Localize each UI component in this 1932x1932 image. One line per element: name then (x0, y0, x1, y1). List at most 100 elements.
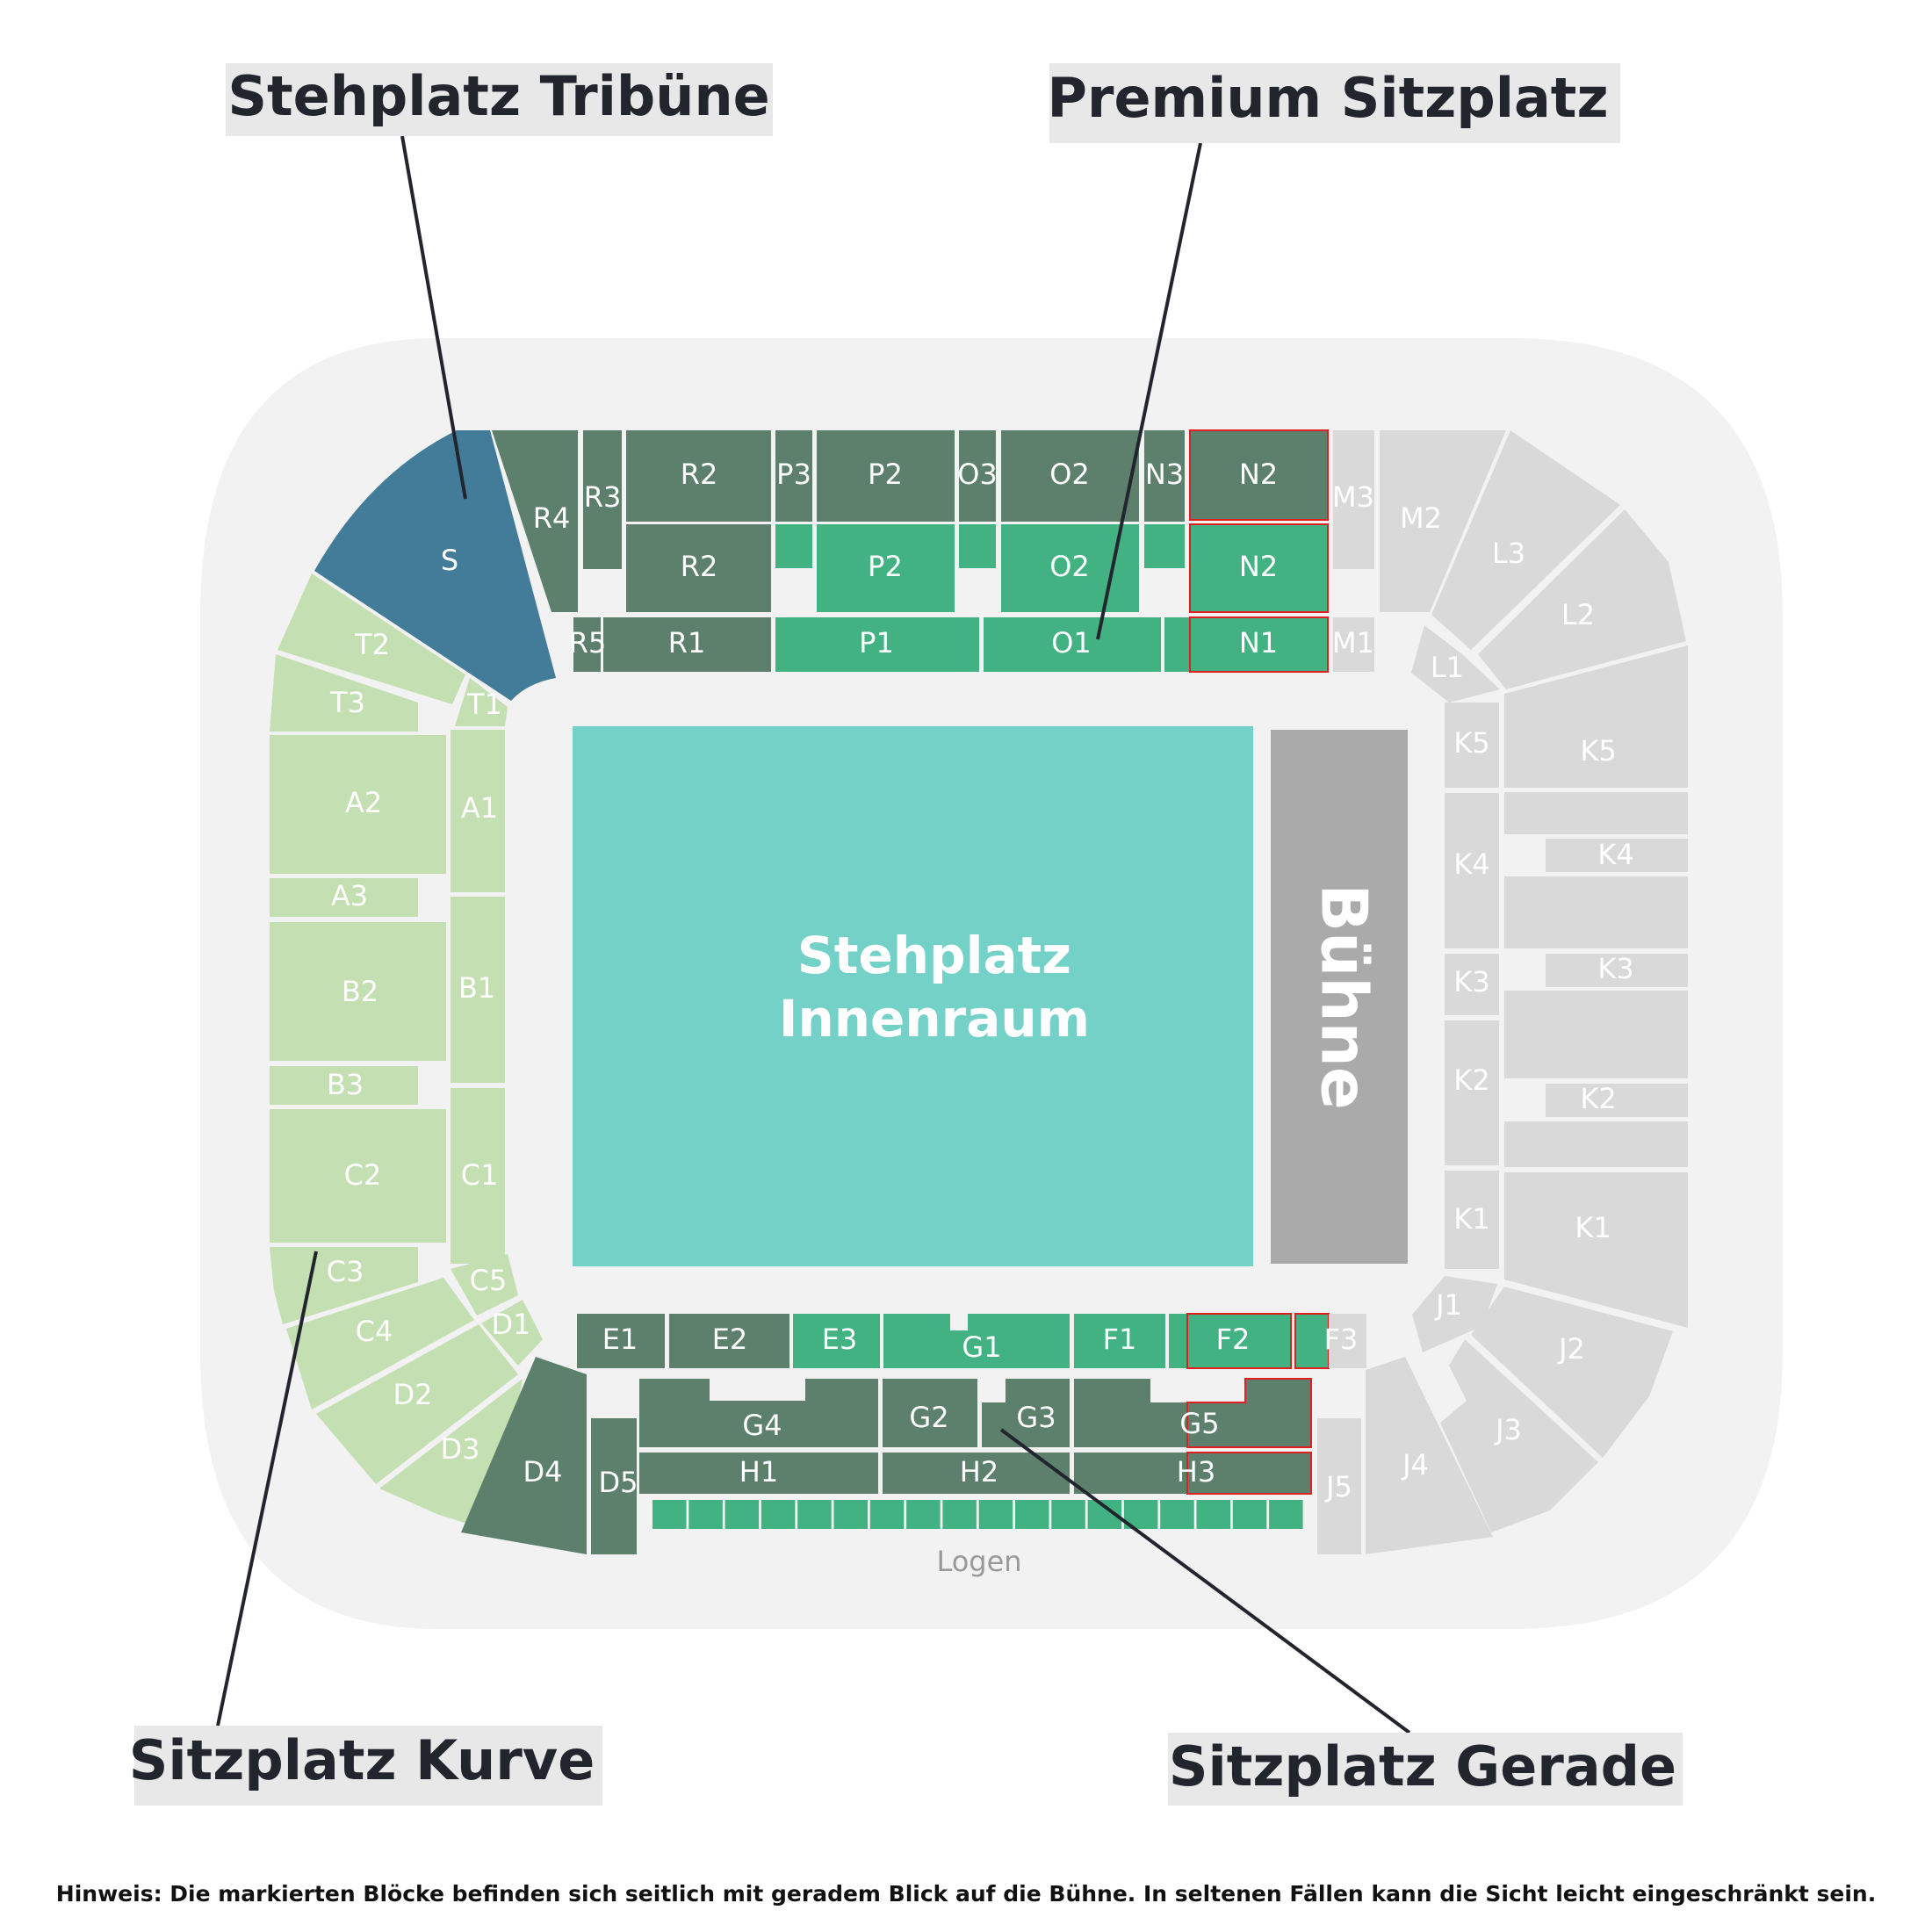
block-o2b[interactable] (1001, 524, 1139, 612)
block-f1[interactable] (1074, 1314, 1165, 1368)
block-k-strip1[interactable] (1504, 792, 1688, 834)
block-b2[interactable] (270, 922, 446, 1061)
loge-box[interactable] (869, 1500, 905, 1529)
block-r3[interactable] (583, 430, 622, 569)
block-e2[interactable] (669, 1314, 789, 1368)
block-p1[interactable] (775, 617, 979, 672)
block-t2[interactable] (278, 573, 465, 704)
block-p2b[interactable] (817, 524, 955, 612)
block-l1[interactable] (1411, 625, 1500, 703)
block-m2[interactable] (1380, 430, 1506, 612)
loge-box[interactable] (1232, 1500, 1267, 1529)
block-j4[interactable] (1366, 1357, 1493, 1554)
block-r2a[interactable] (626, 430, 771, 522)
block-k3b[interactable] (1546, 954, 1688, 987)
block-m3[interactable] (1333, 430, 1374, 569)
block-m1[interactable] (1333, 617, 1374, 672)
label-k4a: K4 (1453, 847, 1489, 881)
block-k4b[interactable] (1546, 839, 1688, 872)
block-e1[interactable] (577, 1314, 665, 1368)
block-n1[interactable] (1189, 616, 1329, 673)
loge-box[interactable] (1015, 1500, 1049, 1529)
block-r2b[interactable] (626, 524, 771, 612)
label-l1: L1 (1431, 651, 1464, 684)
block-r4[interactable] (492, 430, 578, 612)
loge-box[interactable] (1160, 1500, 1194, 1529)
block-a2[interactable] (270, 735, 446, 874)
loge-box[interactable] (906, 1500, 941, 1529)
standing-floor-innenraum[interactable] (573, 726, 1253, 1266)
block-g1[interactable] (883, 1314, 1070, 1368)
block-r1[interactable] (603, 617, 771, 672)
block-a3[interactable] (270, 878, 418, 917)
block-o1[interactable] (984, 617, 1161, 672)
block-e3[interactable] (793, 1314, 880, 1368)
loge-box[interactable] (978, 1500, 1013, 1529)
block-g5[interactable] (1074, 1379, 1311, 1447)
loge-box[interactable] (724, 1500, 760, 1529)
block-g4[interactable] (639, 1379, 878, 1447)
block-k2b[interactable] (1546, 1084, 1688, 1117)
block-k5a[interactable] (1445, 703, 1499, 788)
block-b3[interactable] (270, 1066, 418, 1105)
block-o3[interactable] (959, 430, 996, 522)
loge-box[interactable] (942, 1500, 977, 1529)
block-n2b[interactable] (1189, 523, 1329, 613)
block-h3[interactable] (1074, 1453, 1311, 1494)
block-k-strip4[interactable] (1504, 1121, 1688, 1167)
block-j2[interactable] (1471, 1287, 1673, 1458)
block-l2[interactable] (1478, 509, 1686, 689)
label-e3: E3 (822, 1323, 858, 1356)
block-l3[interactable] (1431, 430, 1620, 650)
block-c2[interactable] (270, 1109, 446, 1243)
block-k3a[interactable] (1445, 954, 1499, 1015)
block-r5[interactable] (573, 617, 601, 672)
block-h1[interactable] (639, 1453, 878, 1494)
block-t3[interactable] (270, 654, 418, 732)
block-j3[interactable] (1440, 1339, 1598, 1532)
block-b1[interactable] (451, 897, 505, 1083)
block-d1[interactable] (481, 1300, 543, 1366)
block-k4a[interactable] (1445, 793, 1499, 948)
block-f2[interactable] (1186, 1313, 1292, 1369)
block-p2a[interactable] (817, 430, 955, 522)
loge-box[interactable] (1269, 1500, 1303, 1529)
block-c1[interactable] (451, 1088, 505, 1264)
block-p3[interactable] (775, 430, 812, 522)
loge-box[interactable] (688, 1500, 723, 1529)
block-s[interactable] (314, 430, 556, 701)
block-o3-lower[interactable] (959, 524, 996, 568)
block-k5b[interactable] (1504, 645, 1688, 788)
block-j5[interactable] (1317, 1418, 1361, 1554)
block-k1a[interactable] (1445, 1171, 1499, 1269)
block-o1-right[interactable] (1164, 617, 1189, 672)
block-c4[interactable] (286, 1278, 474, 1409)
block-n2a[interactable] (1189, 429, 1329, 521)
loge-box[interactable] (797, 1500, 832, 1529)
loge-box[interactable] (1051, 1500, 1085, 1529)
loge-box[interactable] (652, 1500, 687, 1529)
block-k-strip3[interactable] (1504, 991, 1688, 1078)
loge-box[interactable] (761, 1500, 796, 1529)
block-f1-right[interactable] (1169, 1314, 1186, 1368)
block-c5[interactable] (451, 1254, 518, 1316)
loge-box[interactable] (1196, 1500, 1231, 1529)
block-g2[interactable] (883, 1379, 977, 1447)
loge-box[interactable] (833, 1500, 869, 1529)
block-d4[interactable] (461, 1357, 587, 1554)
block-o2a[interactable] (1001, 430, 1139, 522)
label-b2: B2 (342, 975, 378, 1008)
block-k1b[interactable] (1504, 1172, 1688, 1328)
block-j1[interactable] (1412, 1276, 1497, 1352)
block-d2[interactable] (316, 1324, 518, 1484)
block-t1[interactable] (455, 678, 508, 726)
block-f3-grey[interactable] (1329, 1314, 1366, 1368)
block-a1[interactable] (451, 730, 505, 892)
block-n3-lower[interactable] (1144, 524, 1185, 568)
block-k-strip2[interactable] (1504, 876, 1688, 948)
block-n3[interactable] (1144, 430, 1185, 522)
block-k2a[interactable] (1445, 1020, 1499, 1165)
label-j4: J4 (1401, 1448, 1429, 1481)
block-d5[interactable] (591, 1418, 637, 1554)
block-p3-lower[interactable] (775, 524, 812, 568)
